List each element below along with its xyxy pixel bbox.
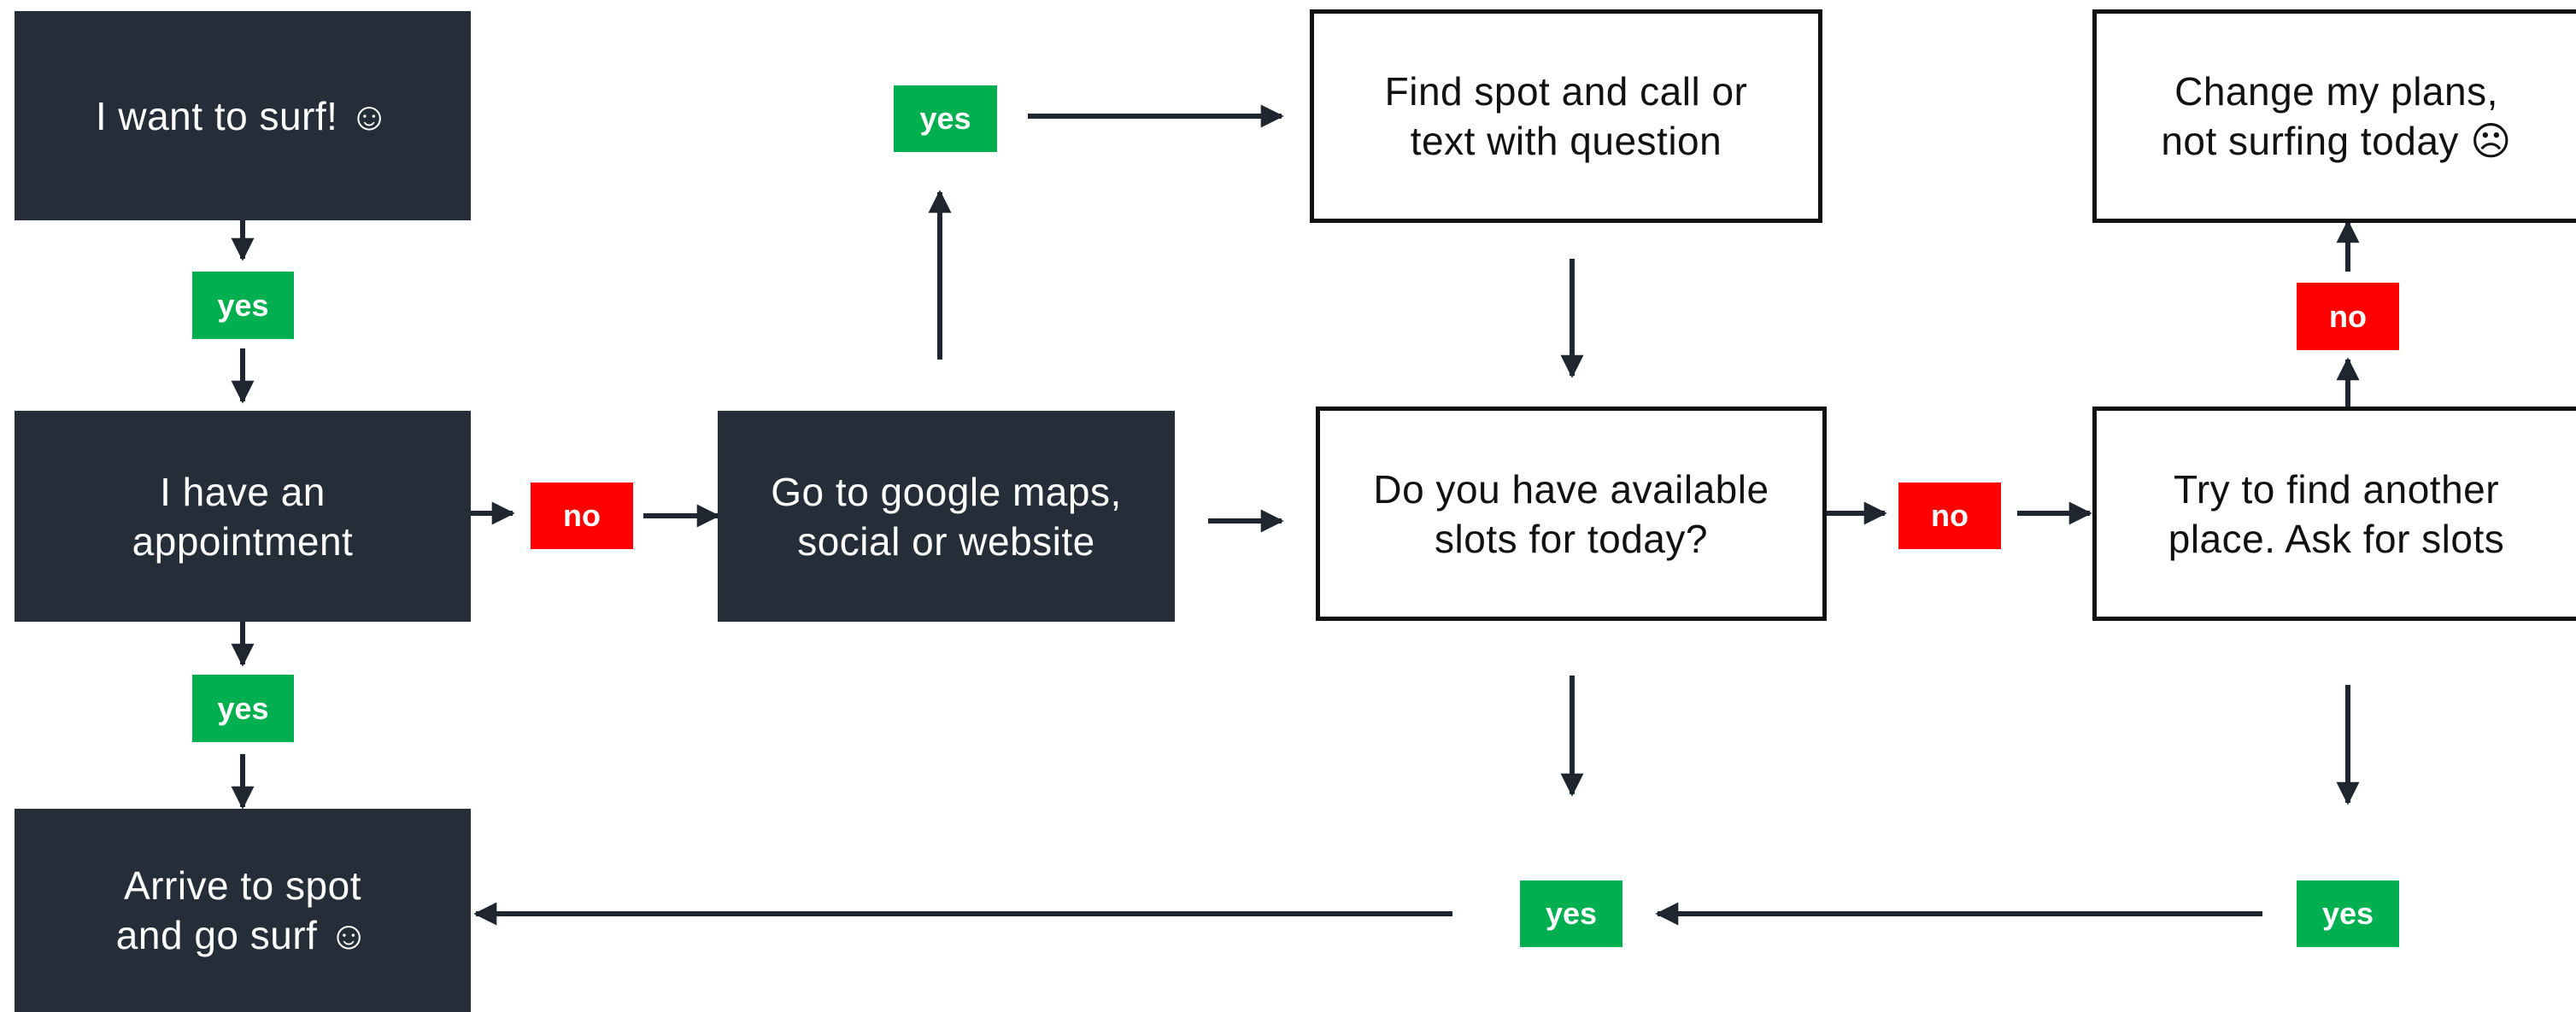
node-available-slots: Do you have available slots for today? xyxy=(1316,407,1827,621)
node-arrive-to-spot: Arrive to spot and go surf ☺ xyxy=(15,809,471,1012)
badge-yes-after-surf: yes xyxy=(192,272,294,339)
badge-yes-after-slots: yes xyxy=(1520,880,1622,947)
badge-no-after-appointment: no xyxy=(531,483,633,549)
badge-no-after-slots: no xyxy=(1898,483,2001,549)
badge-yes-after-google: yes xyxy=(894,85,997,152)
node-try-another: Try to find another place. Ask for slots xyxy=(2092,407,2576,621)
node-want-to-surf: I want to surf! ☺ xyxy=(15,11,471,220)
badge-no-after-another: no xyxy=(2297,283,2399,350)
badge-yes-after-another: yes xyxy=(2297,880,2399,947)
node-change-plans: Change my plans, not surfing today ☹ xyxy=(2092,9,2576,223)
node-go-to-google: Go to google maps, social or website xyxy=(718,411,1175,622)
badge-yes-after-appointment: yes xyxy=(192,675,294,742)
node-have-appointment: I have an appointment xyxy=(15,411,471,622)
node-find-spot: Find spot and call or text with question xyxy=(1310,9,1822,223)
